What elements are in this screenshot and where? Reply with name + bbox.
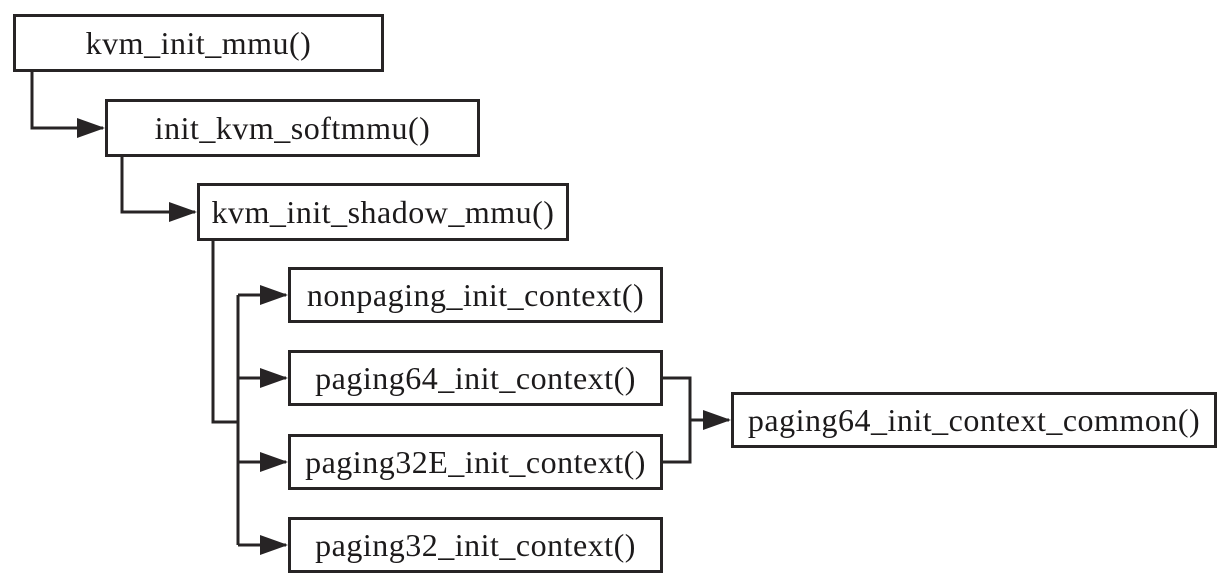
node-init-kvm-softmmu: init_kvm_softmmu() [105,99,480,157]
node-kvm-init-mmu: kvm_init_mmu() [13,14,384,72]
edge-trunk-from-kvm-init-shadow-mmu [211,241,238,424]
node-paging32E-init-context: paging32E_init_context() [288,434,663,490]
edge-kvm-init-mmu-to-init-kvm-softmmu [30,72,105,138]
edge-merge-paging64-paging32E [663,376,692,464]
edge-init-kvm-softmmu-to-kvm-init-shadow-mmu [120,157,197,222]
node-paging64-init-context-common: paging64_init_context_common() [731,392,1217,448]
node-kvm-init-shadow-mmu: kvm_init_shadow_mmu() [197,183,569,241]
node-nonpaging-init-context: nonpaging_init_context() [288,267,663,323]
node-paging64-init-context: paging64_init_context() [288,350,663,406]
node-paging32-init-context: paging32_init_context() [288,517,663,573]
